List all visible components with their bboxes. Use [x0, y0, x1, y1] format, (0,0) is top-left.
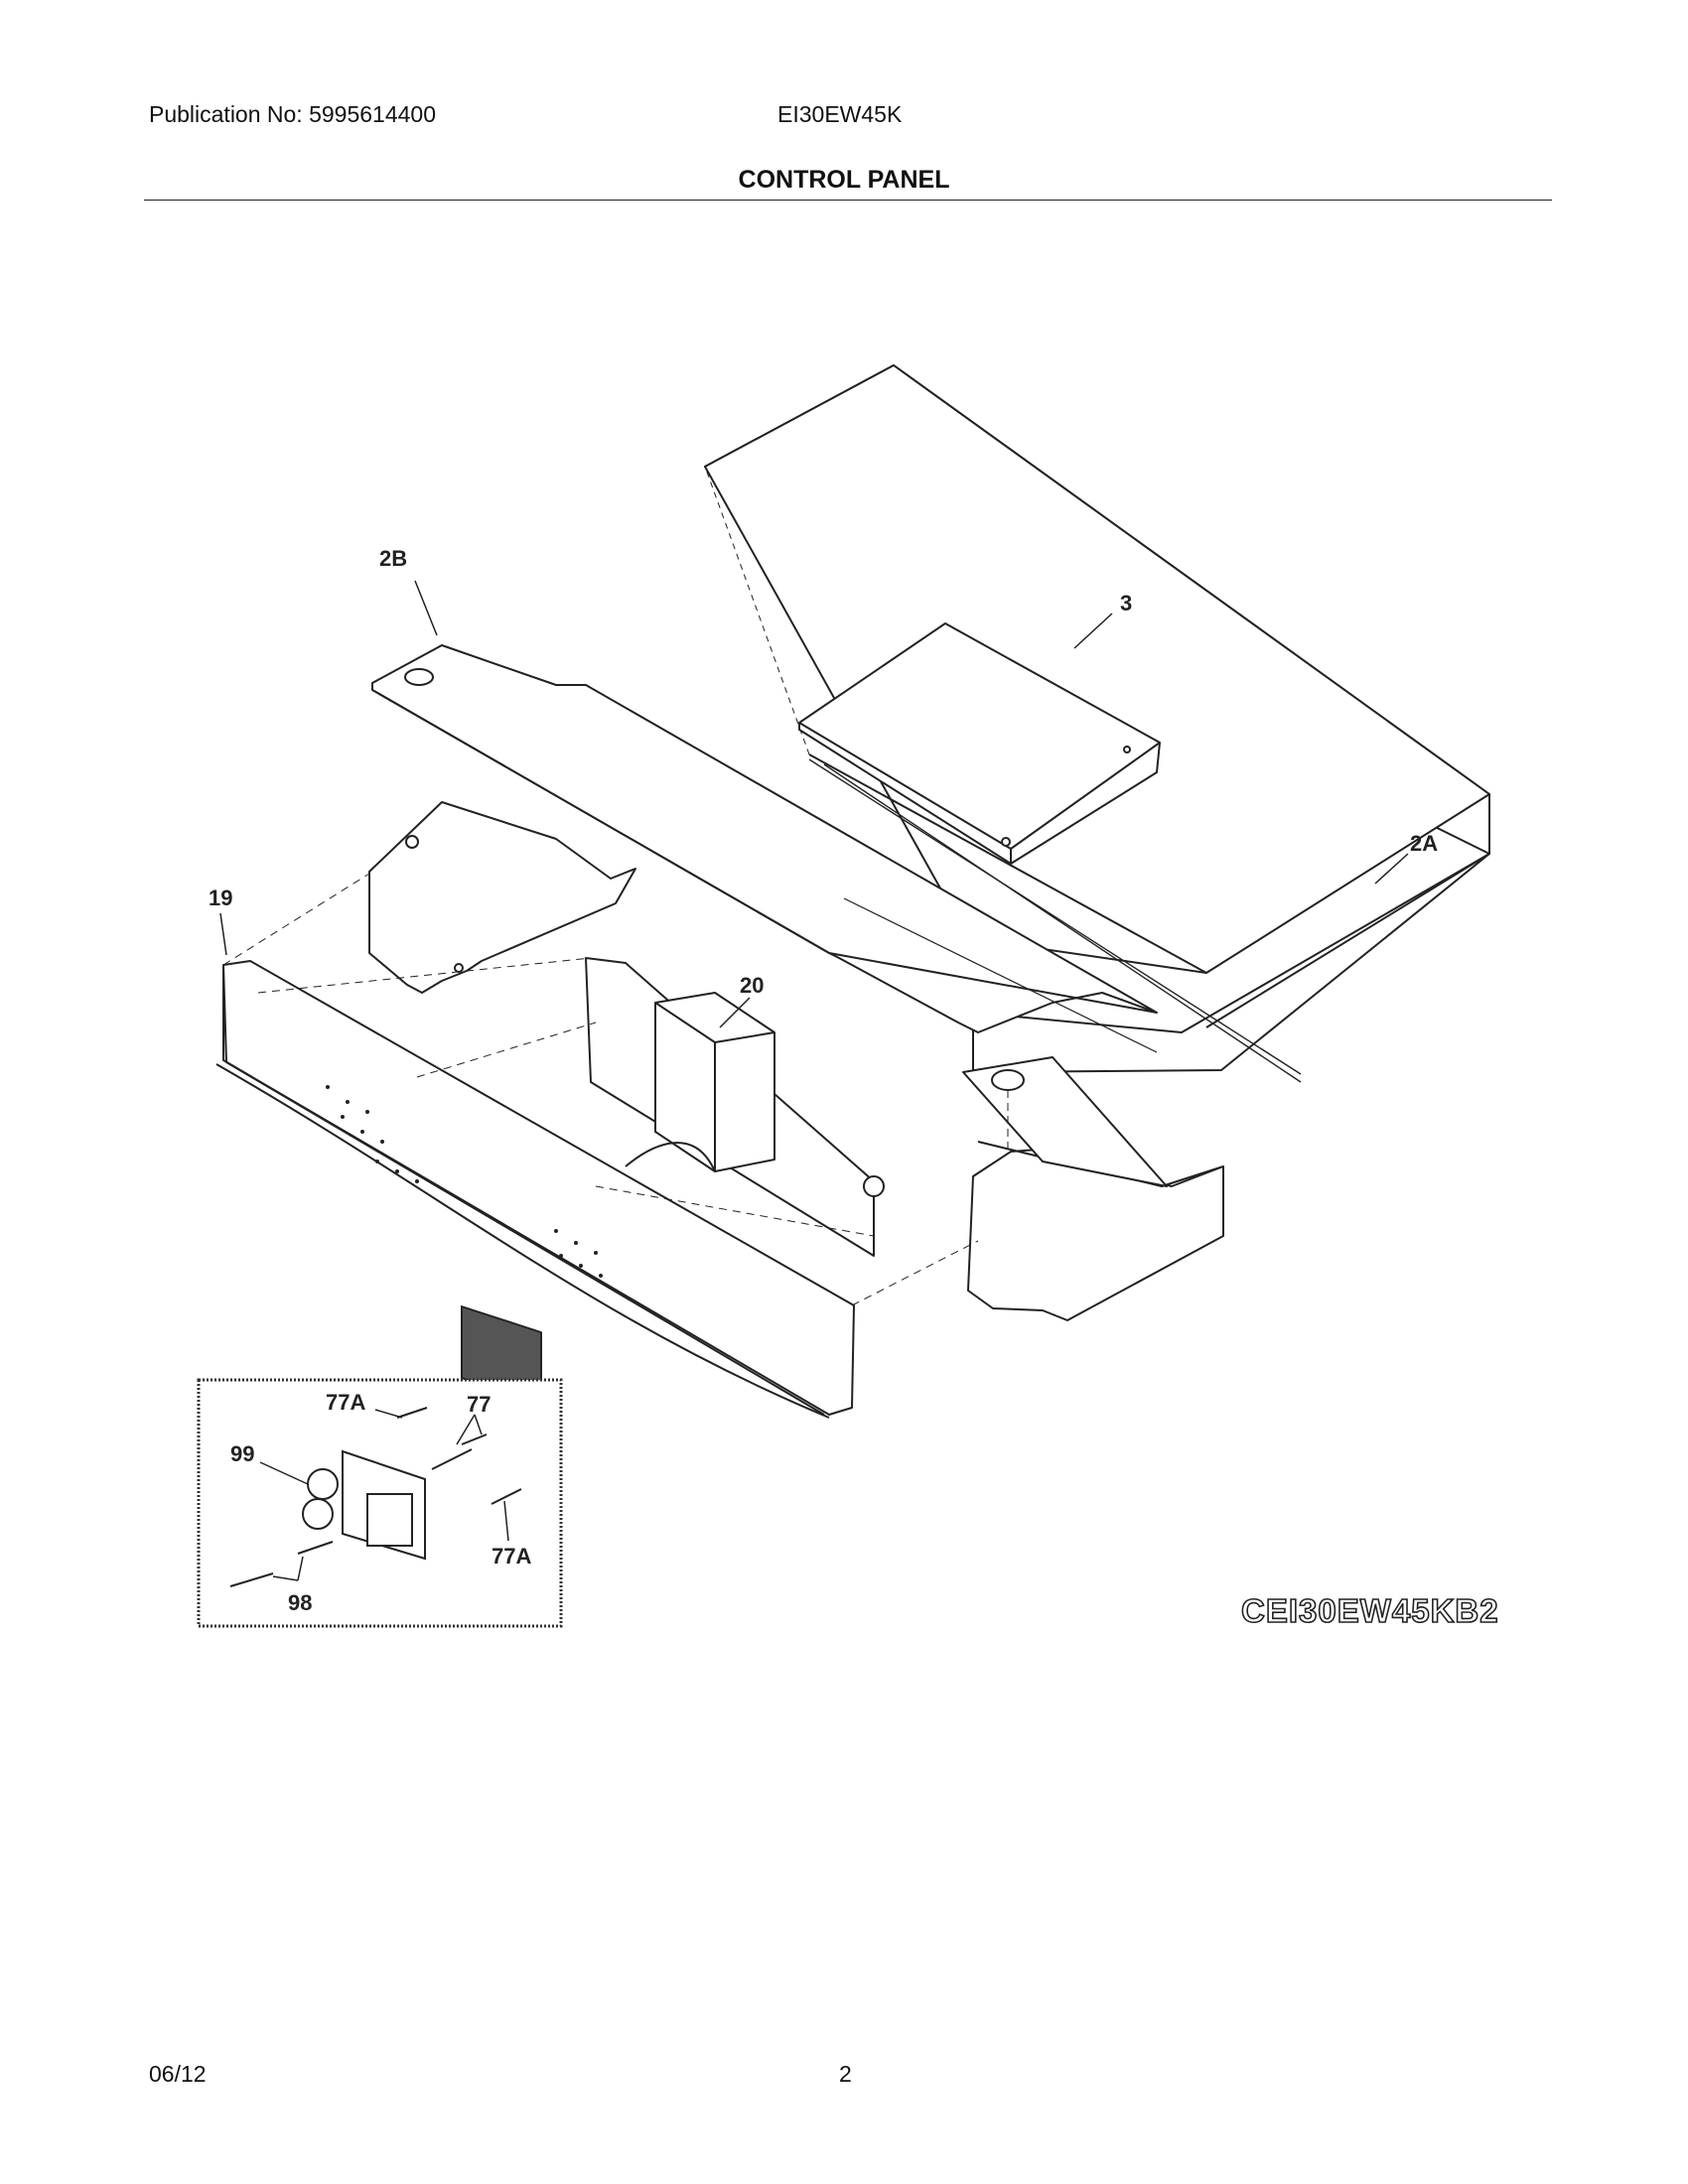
publication-number: Publication No: 5995614400 — [149, 101, 437, 127]
callout-77: 77 — [467, 1392, 491, 1417]
callout-2A: 2A — [1410, 831, 1438, 856]
diagram-reference-code: CEI30EW45KB2 — [1240, 1591, 1499, 1630]
callout-2B: 2B — [379, 546, 407, 571]
part-left-side-bracket — [368, 801, 636, 994]
callout-19: 19 — [209, 886, 232, 910]
leader-lines — [219, 580, 1409, 1028]
part-control-panel-base — [704, 364, 1490, 1083]
assembly-lines — [222, 873, 979, 1306]
part-right-side-bracket — [962, 1056, 1224, 1321]
callout-99: 99 — [230, 1441, 254, 1466]
part-control-cover — [798, 622, 1161, 865]
transformer-core — [366, 1493, 413, 1547]
header-rule — [144, 200, 1552, 201]
callout-20: 20 — [740, 973, 764, 998]
footer-page-number: 2 — [839, 2061, 852, 2087]
section-title: CONTROL PANEL — [738, 166, 950, 194]
capacitor-bottom — [302, 1498, 334, 1530]
callout-77A-top: 77A — [326, 1390, 365, 1415]
footer-date: 06/12 — [149, 2061, 207, 2087]
part-top-shield — [371, 644, 1158, 1152]
capacitor-top — [307, 1468, 339, 1500]
part-electronic-control-board — [585, 957, 885, 1257]
callout-77A-bottom: 77A — [492, 1544, 531, 1569]
callout-3: 3 — [1120, 591, 1132, 615]
callout-98: 98 — [288, 1590, 312, 1615]
inset-detail-box — [197, 1378, 563, 1628]
model-number: EI30EW45K — [777, 101, 903, 127]
